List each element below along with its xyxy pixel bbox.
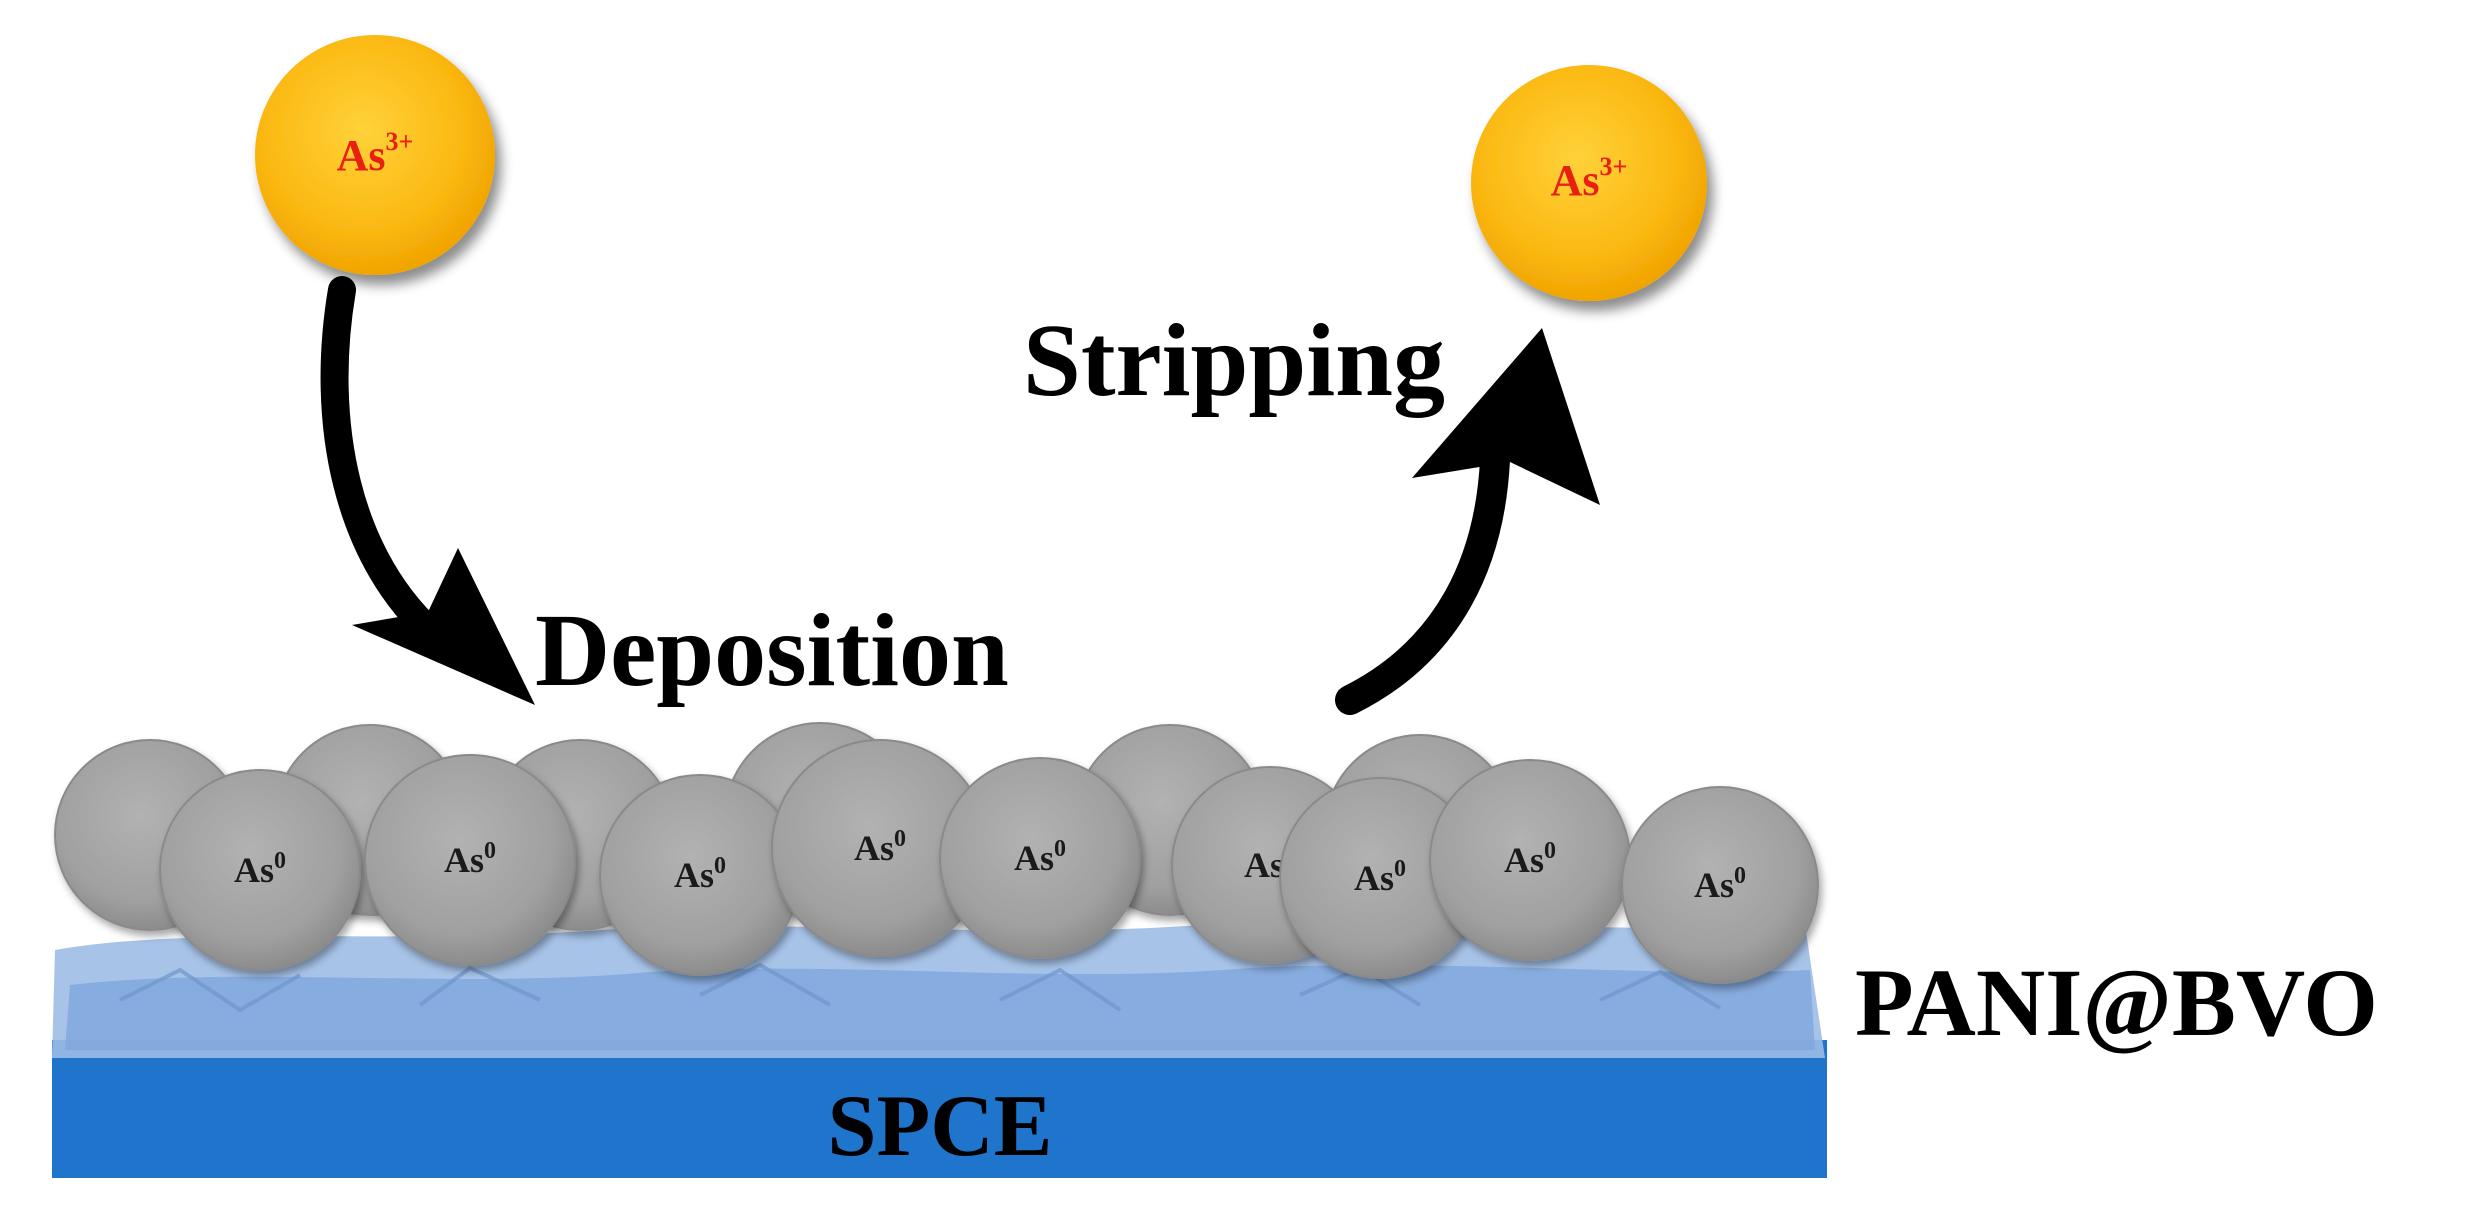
as0-atom: As0 [1429,759,1631,961]
as0-atom: As0 [599,774,801,976]
as0-atom-label: As0 [1014,836,1066,878]
stripping-label: Stripping [1023,303,1445,418]
svg-text:As3+: As3+ [1551,152,1628,205]
as0-atom-label: As0 [674,853,726,895]
ion-symbol: As [337,131,386,180]
as0-atom-label: As0 [1694,863,1746,905]
spce-label: SPCE [828,1078,1053,1175]
ion-charge: 3+ [1600,152,1628,181]
as0-atom: As0 [1621,786,1819,984]
as0-atom-label: As0 [444,838,496,880]
deposition-label: Deposition [535,593,1009,708]
as0-atom-label: As0 [1504,838,1556,880]
ion-as3plus-outgoing: As3+ [1471,65,1707,301]
pani-bvo-label: PANI@BVO [1855,949,2378,1056]
deposition-arrow [320,276,535,705]
as0-atom: As0 [771,739,989,957]
as0-atom: As0 [364,754,576,966]
ion-charge: 3+ [386,127,414,156]
ion-symbol: As [1551,156,1600,205]
as0-atom: As0 [939,757,1141,959]
as0-atom-label: As0 [234,848,286,890]
svg-text:As3+: As3+ [337,127,414,180]
as0-atom-label: As0 [1354,856,1406,898]
ion-as3plus-incoming: As3+ [255,35,495,275]
stripping-arrow [1335,328,1600,715]
as0-atom-label: As0 [854,826,906,868]
as0-atom: As0 [159,769,361,971]
spce-layer [52,1040,1827,1178]
